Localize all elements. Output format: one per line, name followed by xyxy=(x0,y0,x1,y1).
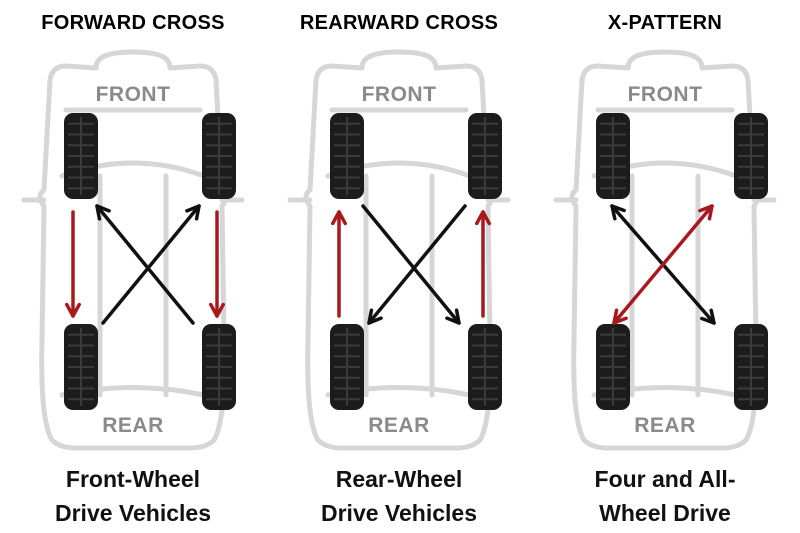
arrow-head xyxy=(185,204,201,221)
arrow-shaft xyxy=(101,204,201,325)
arrow-head xyxy=(331,210,347,226)
tire-front-right xyxy=(202,113,236,199)
arrow-shaft xyxy=(95,204,195,325)
panel-forward-cross: FRONT REAR FORWARD CROSS Front-Wheel Driv… xyxy=(0,0,266,533)
caption-line-1: Four and All- xyxy=(594,466,736,492)
car-outline xyxy=(287,49,511,451)
arrow-head xyxy=(698,204,714,221)
car-diagram: FRONT REAR xyxy=(553,49,777,451)
arrow-right-up xyxy=(475,210,491,318)
arrow-left-up xyxy=(331,210,347,318)
arrow-cross-to-front-right xyxy=(101,204,201,325)
tire-front-right xyxy=(734,113,768,199)
caption-line-2: Drive Vehicles xyxy=(55,500,211,526)
caption-line-2: Drive Vehicles xyxy=(321,500,477,526)
front-label: FRONT xyxy=(628,83,703,106)
panel-rearward-cross: FRONT REAR REARWARD CROSS Rear-Wheel Driv… xyxy=(266,0,532,533)
arrow-head xyxy=(475,210,491,226)
arrow-head xyxy=(65,302,81,318)
arrow-cross-to-rear-right xyxy=(361,204,461,325)
rear-label: REAR xyxy=(368,414,430,437)
arrow-left-down xyxy=(65,210,81,318)
tire-rear-left xyxy=(64,324,98,410)
arrow-right-down xyxy=(209,210,225,318)
arrow-cross-to-rear-left xyxy=(367,204,467,325)
tire-rear-left xyxy=(330,324,364,410)
tire-front-right xyxy=(468,113,502,199)
arrow-head xyxy=(209,302,225,318)
tire-front-left xyxy=(330,113,364,199)
panel-caption: Rear-Wheel Drive Vehicles xyxy=(266,462,532,530)
caption-line-2: Wheel Drive xyxy=(599,500,731,526)
door-lines xyxy=(629,173,701,398)
tire-front-left xyxy=(64,113,98,199)
rear-label: REAR xyxy=(102,414,164,437)
tire-rear-right xyxy=(202,324,236,410)
tire-rear-right xyxy=(734,324,768,410)
front-label: FRONT xyxy=(96,83,171,106)
tire-front-left xyxy=(596,113,630,199)
front-label: FRONT xyxy=(362,83,437,106)
panel-title: X-PATTERN xyxy=(607,12,723,34)
arrow-head xyxy=(445,308,461,325)
arrow-head xyxy=(612,308,628,325)
car-diagram: FRONT REAR xyxy=(287,49,511,451)
car-diagram: FRONT REAR xyxy=(21,49,245,451)
door-lines xyxy=(363,173,435,398)
arrow-head xyxy=(367,308,383,325)
caption-line-1: Rear-Wheel xyxy=(335,466,463,492)
rear-label: REAR xyxy=(634,414,696,437)
tire-rear-left xyxy=(596,324,630,410)
arrow-head xyxy=(700,308,716,325)
tire-rear-right xyxy=(468,324,502,410)
panel-caption: Front-Wheel Drive Vehicles xyxy=(0,462,266,530)
arrow-cross-to-front-left xyxy=(95,204,195,325)
arrow-shaft xyxy=(361,204,461,325)
panel-caption: Four and All- Wheel Drive xyxy=(532,462,798,530)
panel-title: FORWARD CROSS xyxy=(41,12,225,34)
arrow-shaft xyxy=(612,204,714,325)
arrow-x-red xyxy=(612,204,714,325)
arrow-head xyxy=(610,204,626,221)
caption-line-1: Front-Wheel xyxy=(65,466,201,492)
arrow-shaft xyxy=(367,204,467,325)
panel-x-pattern: FRONT REAR X-PATTERN Four and All- Wheel … xyxy=(532,0,798,533)
arrow-head xyxy=(95,204,111,221)
panel-title: REARWARD CROSS xyxy=(299,12,499,34)
